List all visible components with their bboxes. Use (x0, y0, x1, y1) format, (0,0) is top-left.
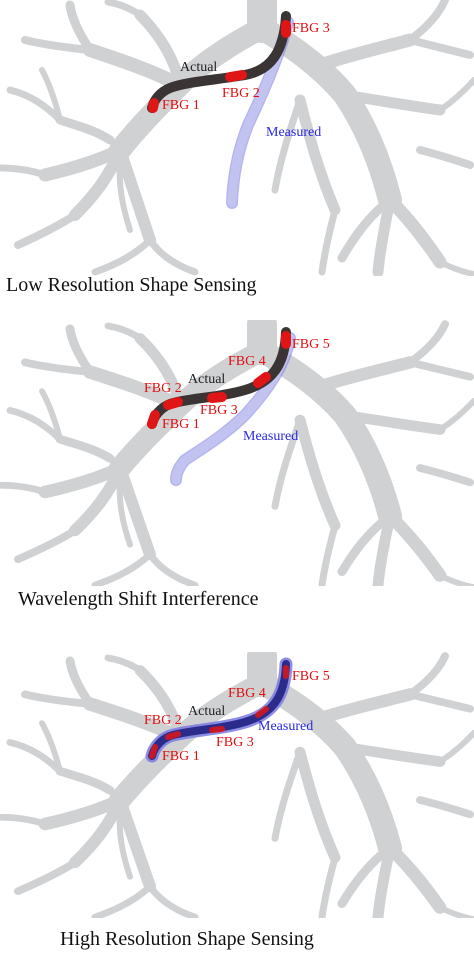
label-measured: Measured (266, 125, 321, 140)
fbg-segment-2 (165, 731, 181, 740)
panel-wavelength-shift: Actual FBG 1 FBG 2 FBG 3 FBG 4 FBG 5 Mea… (0, 320, 474, 640)
fbg-segment-3 (209, 726, 225, 733)
fbg-segment-4 (255, 706, 269, 718)
panel-3-diagram: Actual FBG 1 FBG 2 FBG 3 FBG 4 FBG 5 Mea… (0, 652, 474, 918)
fbg-segment-2 (163, 397, 183, 410)
label-fbg-1: FBG 1 (162, 749, 200, 764)
label-fbg-3: FBG 3 (200, 403, 238, 418)
panel-caption: High Resolution Shape Sensing (60, 928, 314, 950)
label-actual: Actual (180, 60, 217, 75)
label-fbg-2: FBG 2 (222, 86, 260, 101)
label-fbg-5: FBG 5 (292, 337, 330, 352)
label-fbg-4: FBG 4 (228, 686, 266, 701)
fbg-segment-3 (207, 392, 227, 403)
label-fbg-3: FBG 3 (292, 21, 330, 36)
fbg-segment-1 (149, 744, 158, 759)
label-fbg-5: FBG 5 (292, 669, 330, 684)
airway-tree (0, 0, 474, 274)
label-fbg-1: FBG 1 (162, 417, 200, 432)
label-measured: Measured (243, 429, 298, 444)
label-actual: Actual (188, 372, 225, 387)
label-fbg-1: FBG 1 (162, 98, 200, 113)
fbg-segment-1 (147, 410, 160, 429)
label-fbg-3: FBG 3 (216, 735, 254, 750)
label-fbg-4: FBG 4 (228, 354, 266, 369)
fbg-segment-4 (253, 372, 271, 388)
label-fbg-2: FBG 2 (144, 713, 182, 728)
panel-caption: Wavelength Shift Interference (18, 588, 259, 610)
actual-catheter (147, 11, 291, 113)
panel-low-resolution: Actual FBG 1 FBG 2 FBG 3 Measured Low Re… (0, 0, 474, 310)
panel-1-diagram: Actual FBG 1 FBG 2 FBG 3 Measured (0, 0, 474, 276)
label-actual: Actual (188, 704, 225, 719)
panel-high-resolution: Actual FBG 1 FBG 2 FBG 3 FBG 4 FBG 5 Mea… (0, 652, 474, 964)
label-fbg-2: FBG 2 (144, 381, 182, 396)
label-measured: Measured (258, 719, 313, 734)
fbg-segment-2 (225, 70, 247, 82)
panel-2-diagram: Actual FBG 1 FBG 2 FBG 3 FBG 4 FBG 5 Mea… (0, 320, 474, 586)
panel-caption: Low Resolution Shape Sensing (6, 274, 257, 296)
fbg-segment-1 (148, 98, 159, 113)
